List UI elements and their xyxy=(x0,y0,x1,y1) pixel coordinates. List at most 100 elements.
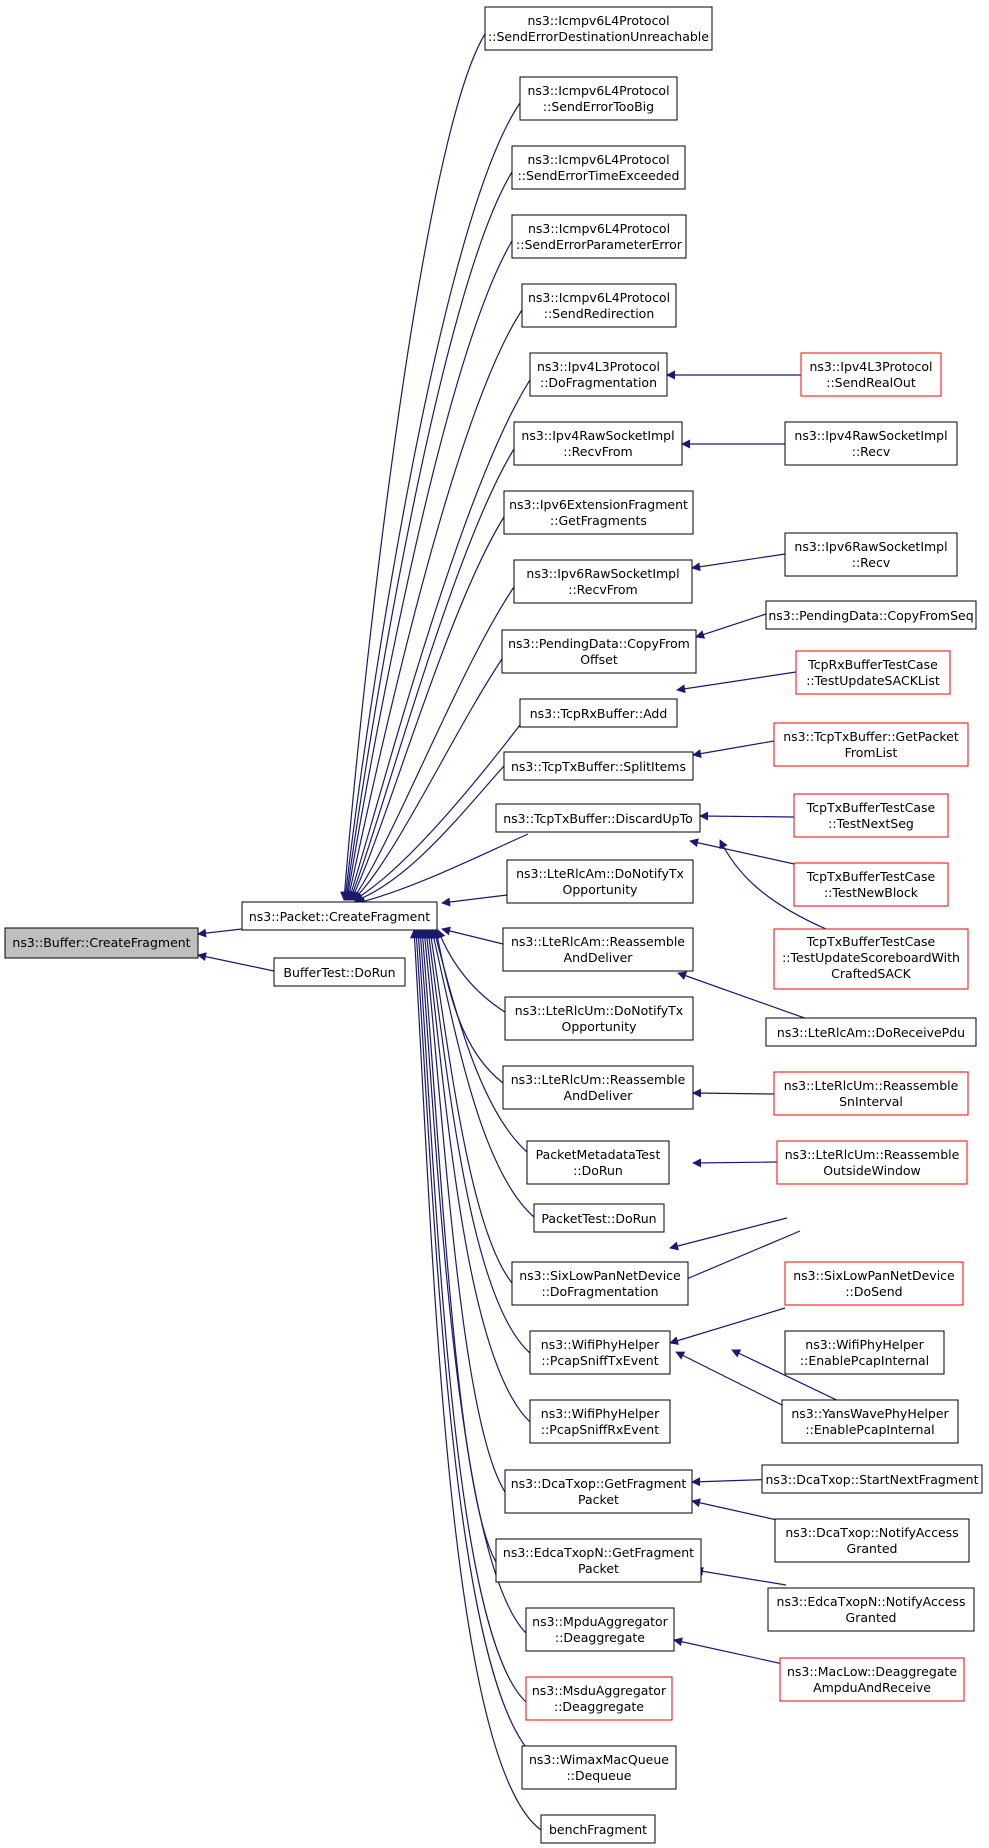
edge xyxy=(412,929,539,1761)
node-pendingdata-copyfromseq[interactable]: ns3::PendingData::CopyFromSeq xyxy=(765,600,977,630)
node-label: ns3::LteRlcAm::DoNotifyTx xyxy=(516,866,684,881)
node-tcptxbuffer-discardupto[interactable]: ns3::TcpTxBuffer::DiscardUpTo xyxy=(495,803,701,833)
node-ipv4raw-recv[interactable]: ns3::Ipv4RawSocketImpl ::Recv xyxy=(784,421,958,466)
node-wifiphyhelper-pcapsnifftxevent[interactable]: ns3::WifiPhyHelper ::PcapSniffTxEvent xyxy=(529,1330,671,1375)
node-label: TcpTxBufferTestCase xyxy=(806,869,936,884)
edge xyxy=(692,740,775,759)
node-label: ns3::YansWavePhyHelper xyxy=(791,1406,949,1421)
node-label: ::SendErrorDestinationUnreachable xyxy=(488,29,709,44)
edge xyxy=(436,929,506,1013)
node-sixlowpan-dofragmentation[interactable]: ns3::SixLowPanNetDevice ::DoFragmentatio… xyxy=(511,1261,689,1306)
edge xyxy=(441,894,508,907)
node-dcatxop-startnextfragment[interactable]: ns3::DcaTxop::StartNextFragment xyxy=(761,1464,983,1494)
edge xyxy=(731,1349,846,1405)
node-ipv6raw-recvfrom[interactable]: ns3::Ipv6RawSocketImpl ::RecvFrom xyxy=(513,559,693,604)
node-label: ns3::Ipv4L3Protocol xyxy=(809,359,932,374)
node-tcprxbuffer-add[interactable]: ns3::TcpRxBuffer::Add xyxy=(519,698,678,728)
node-tcptxbuffer-getpacketfromlist[interactable]: ns3::TcpTxBuffer::GetPacket FromList xyxy=(773,722,969,767)
node-label: ::Deaggregate xyxy=(554,1699,644,1714)
node-label: PacketTest::DoRun xyxy=(541,1211,656,1226)
node-label: BufferTest::DoRun xyxy=(283,965,395,980)
node-tcptxbuffertest-testnextseg[interactable]: TcpTxBufferTestCase ::TestNextSeg xyxy=(793,793,949,838)
node-label: ns3::Icmpv6L4Protocol xyxy=(527,13,669,28)
node-icmpv6-senderrortimeexceeded[interactable]: ns3::Icmpv6L4Protocol ::SendErrorTimeExc… xyxy=(511,145,686,190)
node-lterlcam-donotifytxopportunity[interactable]: ns3::LteRlcAm::DoNotifyTx Opportunity xyxy=(506,859,694,904)
node-packettest-dorun[interactable]: PacketTest::DoRun xyxy=(533,1203,665,1233)
edge xyxy=(691,553,786,572)
edge xyxy=(669,1307,786,1345)
root-node[interactable]: ns3::Buffer::CreateFragment xyxy=(4,927,199,959)
node-icmpv6-senderrorparametererror[interactable]: ns3::Icmpv6L4Protocol ::SendErrorParamet… xyxy=(511,214,687,259)
node-lterlcum-reassemblesninterval[interactable]: ns3::LteRlcUm::Reassemble SnInterval xyxy=(773,1071,969,1116)
node-label: Packet xyxy=(578,1561,619,1576)
node-label: ns3::EdcaTxopN::NotifyAccess xyxy=(777,1594,966,1609)
node-ipv6raw-recv[interactable]: ns3::Ipv6RawSocketImpl ::Recv xyxy=(784,532,958,577)
node-buffertest-dorun[interactable]: BufferTest::DoRun xyxy=(273,957,406,987)
node-yanswavephyhelper-enablepcapinternal[interactable]: ns3::YansWavePhyHelper ::EnablePcapInter… xyxy=(781,1399,959,1444)
node-wimaxmacqueue-dequeue[interactable]: ns3::WimaxMacQueue ::Dequeue xyxy=(521,1745,677,1790)
node-label: ::GetFragments xyxy=(550,513,647,528)
node-label: ns3::MsduAggregator xyxy=(532,1683,667,1698)
node-maclow-deaggregateampduandreceive[interactable]: ns3::MacLow::Deaggregate AmpduAndReceive xyxy=(779,1657,965,1702)
node-benchfragment[interactable]: benchFragment xyxy=(540,1814,656,1844)
node-dcatxop-getfragmentpacket[interactable]: ns3::DcaTxop::GetFragment Packet xyxy=(504,1469,693,1514)
node-label: AndDeliver xyxy=(564,1088,634,1103)
edge xyxy=(342,171,513,901)
node-wifiphyhelper-enablepcapinternal[interactable]: ns3::WifiPhyHelper ::EnablePcapInternal xyxy=(784,1330,945,1375)
node-tcptxbuffertest-testnewblock[interactable]: TcpTxBufferTestCase ::TestNewBlock xyxy=(793,862,949,907)
node-label: ::EnablePcapInternal xyxy=(805,1422,934,1437)
node-label: ::PcapSniffRxEvent xyxy=(541,1422,659,1437)
node-label: ::DoRun xyxy=(573,1163,623,1178)
node-msduaggregator-deaggregate[interactable]: ns3::MsduAggregator ::Deaggregate xyxy=(525,1676,673,1721)
node-lterlcam-doreceivepdu[interactable]: ns3::LteRlcAm::DoReceivePdu xyxy=(765,1017,977,1047)
node-ipv4raw-recvfrom[interactable]: ns3::Ipv4RawSocketImpl ::RecvFrom xyxy=(513,421,683,466)
node-tcptxbuffertest-testupdatescoreboard[interactable]: TcpTxBufferTestCase ::TestUpdateScoreboa… xyxy=(773,928,969,990)
node-ipv4l3-dofragmentation[interactable]: ns3::Ipv4L3Protocol ::DoFragmentation xyxy=(529,352,668,397)
node-lterlcam-reassembleanddeliver[interactable]: ns3::LteRlcAm::Reassemble AndDeliver xyxy=(502,927,694,972)
node-label: ns3::LteRlcUm::Reassemble xyxy=(511,1072,686,1087)
node-mpduaggregator-deaggregate[interactable]: ns3::MpduAggregator ::Deaggregate xyxy=(525,1607,675,1652)
edge xyxy=(422,929,531,1423)
node-lterlcum-reassembleoutsidewindow[interactable]: ns3::LteRlcUm::Reassemble OutsideWindow xyxy=(776,1140,968,1185)
node-label: ::TestUpdateSACKList xyxy=(806,673,940,688)
edge xyxy=(441,926,504,945)
node-icmpv6-sendredirection[interactable]: ns3::Icmpv6L4Protocol ::SendRedirection xyxy=(521,283,677,328)
call-edges xyxy=(197,33,846,1831)
node-label: ns3::Ipv6RawSocketImpl xyxy=(794,539,947,554)
node-ipv6extfrag-getfragments[interactable]: ns3::Ipv6ExtensionFragment ::GetFragment… xyxy=(503,490,694,535)
node-label: CraftedSACK xyxy=(831,966,911,981)
node-lterlcum-donotifytxopportunity[interactable]: ns3::LteRlcUm::DoNotifyTx Opportunity xyxy=(504,996,694,1041)
node-tcptxbuffer-splititems[interactable]: ns3::TcpTxBuffer::SplitItems xyxy=(503,751,694,781)
edge xyxy=(354,765,505,903)
node-lterlcum-reassembleanddeliver[interactable]: ns3::LteRlcUm::Reassemble AndDeliver xyxy=(502,1065,694,1110)
node-icmpv6-senderrordestinationunreachable[interactable]: ns3::Icmpv6L4Protocol ::SendErrorDestina… xyxy=(484,6,713,51)
node-icmpv6-senderrortoobig[interactable]: ns3::Icmpv6L4Protocol ::SendErrorTooBig xyxy=(519,76,678,121)
edge xyxy=(347,379,531,901)
edge xyxy=(719,839,827,930)
node-packetmetadatatest-dorun[interactable]: PacketMetadataTest ::DoRun xyxy=(526,1140,670,1185)
node-label: FromList xyxy=(845,745,898,760)
edge xyxy=(197,952,275,972)
edge xyxy=(677,971,814,1022)
node-label: ::SendErrorTimeExceeded xyxy=(518,168,680,183)
node-label: ns3::TcpRxBuffer::Add xyxy=(530,706,668,721)
node-dcatxop-notifyaccessgranted[interactable]: ns3::DcaTxop::NotifyAccess Granted xyxy=(774,1518,970,1563)
edge xyxy=(695,613,767,639)
node-label: AmpduAndReceive xyxy=(813,1680,931,1695)
node-pendingdata-copyfromoffset[interactable]: ns3::PendingData::CopyFrom Offset xyxy=(501,629,697,674)
node-tcprxbuffertest-testupdatesacklist[interactable]: TcpRxBufferTestCase ::TestUpdateSACKList xyxy=(795,650,951,695)
edge xyxy=(424,929,531,1354)
node-wifiphyhelper-pcapsniffrxevent[interactable]: ns3::WifiPhyHelper ::PcapSniffRxEvent xyxy=(529,1399,671,1444)
node-label: ::DoFragmentation xyxy=(541,1284,658,1299)
node-label: ::SendErrorParameterError xyxy=(516,237,683,252)
edge xyxy=(356,833,529,906)
node-sixlowpan-dosend[interactable]: ns3::SixLowPanNetDevice ::DoSend xyxy=(784,1261,964,1306)
node-label: ns3::PendingData::CopyFrom xyxy=(508,636,690,651)
node-label: ns3::Icmpv6L4Protocol xyxy=(527,83,669,98)
edge xyxy=(692,1158,778,1168)
node-label: ns3::TcpTxBuffer::DiscardUpTo xyxy=(503,811,693,826)
node-edcatxopn-getfragmentpacket[interactable]: ns3::EdcaTxopN::GetFragment Packet xyxy=(495,1538,702,1583)
node-packet-createfragment[interactable]: ns3::Packet::CreateFragment xyxy=(241,901,438,931)
node-ipv4l3-sendrealout[interactable]: ns3::Ipv4L3Protocol ::SendRealOut xyxy=(800,352,942,397)
node-edcatxopn-notifyaccessgranted[interactable]: ns3::EdcaTxopN::NotifyAccess Granted xyxy=(767,1587,975,1632)
